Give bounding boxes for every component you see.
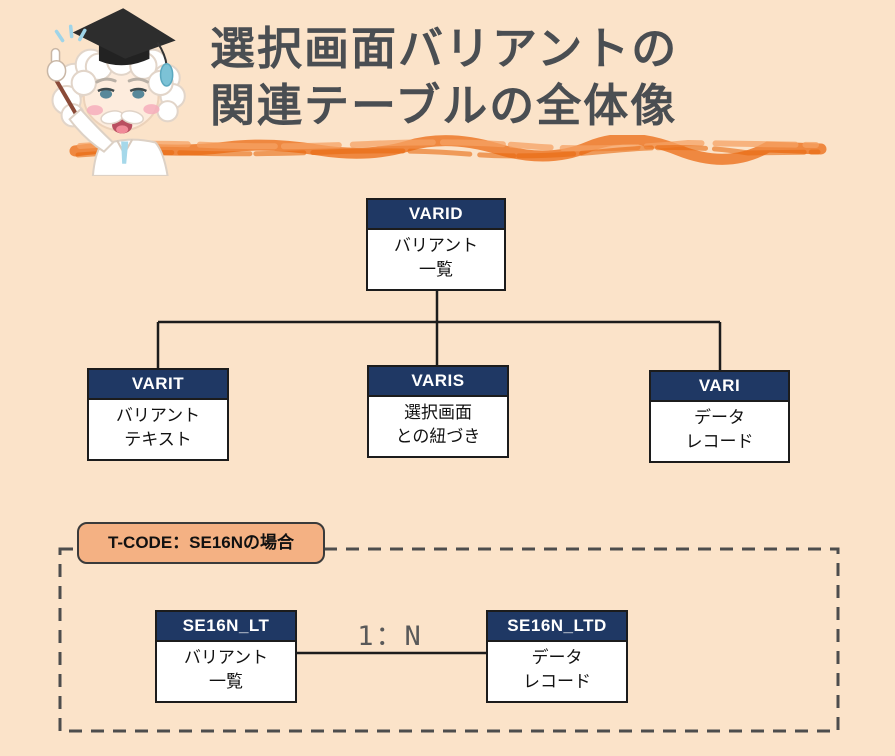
mascot-mustache	[100, 110, 144, 125]
table-desc-line: 選択画面	[404, 403, 472, 422]
se16n-group-border	[58, 547, 840, 733]
table-desc-varis: 選択画面 との紐づき	[369, 397, 507, 456]
mascot-arm	[68, 107, 115, 153]
table-desc-line: バリアント	[393, 236, 479, 255]
mascot-coat	[91, 138, 169, 176]
page-title-line2: 関連テーブルの全体像	[210, 80, 678, 131]
page-title: 選択画面バリアントの 関連テーブルの全体像	[210, 20, 678, 134]
table-box-se16n-lt: SE16N_LT バリアント 一覧	[155, 610, 297, 703]
table-desc-line: レコード	[523, 672, 591, 691]
mascot-tie	[121, 141, 129, 164]
table-box-varit: VARIT バリアント テキスト	[87, 368, 229, 461]
table-desc-line: テキスト	[124, 430, 192, 449]
sparkle-lines-icon	[54, 24, 87, 43]
table-desc-se16n-ltd: データ レコード	[488, 642, 626, 701]
mascot-eyes	[97, 87, 147, 99]
tcode-se16n-label: T-CODE：SE16Nの場合	[77, 522, 325, 564]
crayon-underline	[69, 135, 827, 165]
relation-1n-label: 1：N	[357, 621, 423, 652]
table-desc-line: バリアント	[183, 648, 269, 667]
professor-mascot-illustration	[46, 8, 186, 176]
table-name-se16n-lt: SE16N_LT	[157, 612, 295, 642]
table-desc-line: 一覧	[419, 260, 453, 279]
table-desc-line: 一覧	[209, 672, 243, 691]
table-box-se16n-ltd: SE16N_LTD データ レコード	[486, 610, 628, 703]
table-desc-varit: バリアント テキスト	[89, 400, 227, 459]
table-desc-line: レコード	[685, 432, 754, 451]
table-desc-line: との紐づき	[395, 427, 481, 446]
table-name-varid: VARID	[368, 200, 504, 230]
table-desc-vari: データ レコード	[651, 402, 788, 461]
table-desc-line: バリアント	[115, 406, 201, 425]
table-name-se16n-ltd: SE16N_LTD	[488, 612, 626, 642]
graduation-cap-icon	[72, 8, 176, 87]
table-desc-line: データ	[694, 408, 745, 427]
table-name-varis: VARIS	[369, 367, 507, 397]
table-name-varit: VARIT	[89, 370, 227, 400]
page-title-line1: 選択画面バリアントの	[210, 23, 679, 74]
table-name-vari: VARI	[651, 372, 788, 402]
table-desc-varid: バリアント 一覧	[368, 230, 504, 289]
table-box-varid: VARID バリアント 一覧	[366, 198, 506, 291]
table-desc-se16n-lt: バリアント 一覧	[157, 642, 295, 701]
table-box-vari: VARI データ レコード	[649, 370, 790, 463]
table-desc-line: データ	[531, 648, 583, 667]
table-box-varis: VARIS 選択画面 との紐づき	[367, 365, 509, 458]
